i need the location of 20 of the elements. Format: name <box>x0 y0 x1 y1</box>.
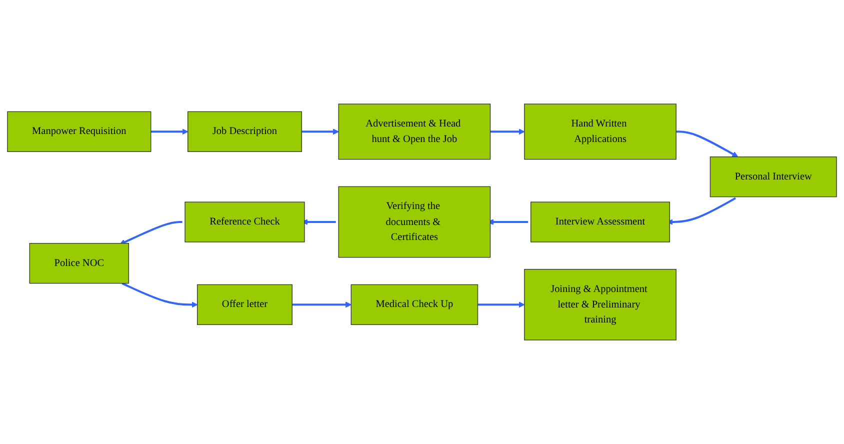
arrow <box>122 282 198 308</box>
arrow <box>478 302 525 308</box>
node-box: Reference Check <box>184 202 305 242</box>
node-box: Offer letter <box>197 284 292 325</box>
arrow <box>302 128 339 135</box>
node-box: Advertisement & Head hunt & Open the Job <box>338 104 491 160</box>
node-box: Police NOC <box>29 243 129 284</box>
node-box: Verifying the documents & Certificates <box>338 186 491 258</box>
node-box: Manpower Requisition <box>7 111 152 152</box>
arrow <box>120 220 182 245</box>
node-box: Interview Assessment <box>530 202 670 242</box>
arrow <box>490 128 525 135</box>
node-box: Joining & Appointment letter & Preliminary training <box>524 268 676 340</box>
arrow <box>676 130 738 158</box>
node-box: Job Description <box>188 111 302 152</box>
node-box: Hand Written Applications <box>524 104 676 160</box>
node-box: Personal Interview <box>710 156 837 198</box>
arrow <box>150 128 188 135</box>
arrow <box>292 302 352 308</box>
node-box: Medical Check Up <box>350 284 478 325</box>
